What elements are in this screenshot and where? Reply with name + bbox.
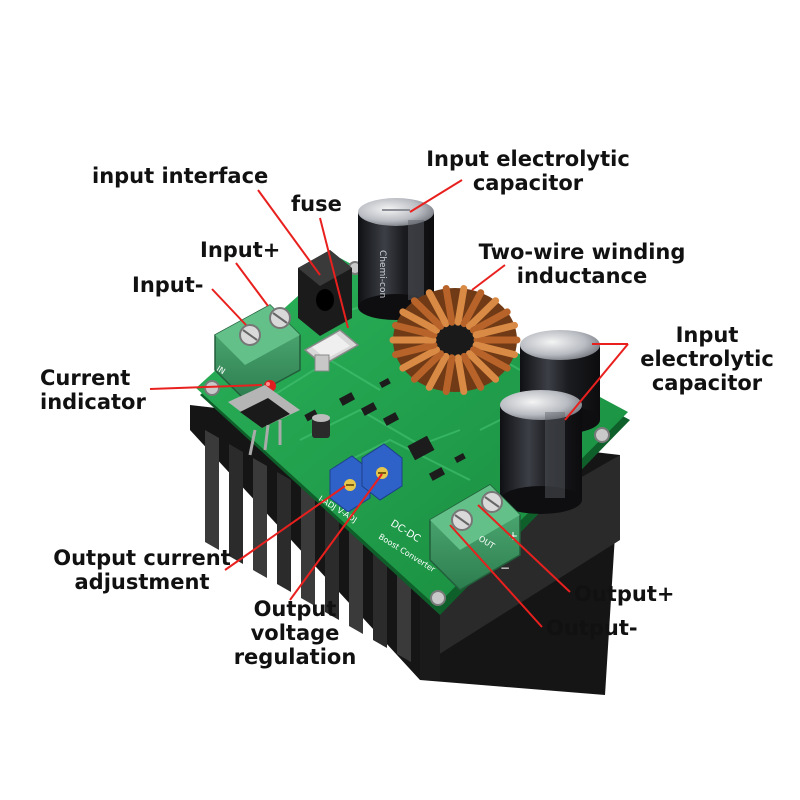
label-output-voltage-line2: voltage [250, 621, 340, 645]
copper-winding-turn [442, 354, 456, 395]
copper-winding-turn [460, 352, 485, 391]
label-inductance-line2: inductance [516, 264, 648, 288]
heatsink-fin [301, 486, 315, 606]
copper-winding [389, 285, 521, 395]
copper-winding-turn [454, 285, 468, 326]
heatsink-fin [205, 430, 219, 550]
copper-winding-turn [425, 289, 450, 328]
leader-inductance [471, 264, 506, 291]
label-output-voltage-line3: regulation [233, 645, 357, 669]
label-input-cap-right-line2: electrolytic [640, 347, 774, 371]
polarity-plus: + [508, 529, 518, 543]
label-input-cap-top-line2: capacitor [472, 171, 584, 195]
mosfet [228, 385, 300, 456]
heatsink-fin [229, 444, 243, 564]
label-output-current-adjustment: Output current adjustment [42, 546, 242, 594]
leader-input-interface [257, 189, 321, 276]
copper-winding-turn [399, 346, 440, 372]
label-input-plus: Input+ [200, 238, 281, 262]
heatsink-fin [325, 500, 339, 620]
copper-winding-turn [470, 346, 511, 372]
copper-winding-turn [454, 354, 468, 395]
copper-winding-turn [472, 321, 518, 339]
output-terminal-block [429, 484, 521, 591]
heatsink-fin [349, 514, 363, 634]
label-output-voltage-line1: Output [253, 597, 337, 621]
leader-output-plus [477, 504, 571, 593]
heatsink-fin [253, 458, 267, 578]
label-inductance-line1: Two-wire winding [478, 240, 686, 264]
label-output-current-line1: Output current [53, 546, 231, 570]
copper-winding-turn [392, 341, 438, 359]
fuse [303, 329, 360, 372]
copper-winding-turn [472, 341, 518, 359]
mount-hole [594, 427, 610, 443]
copper-winding-turn [425, 352, 450, 391]
leader-current-indicator [149, 384, 263, 390]
small-capacitor [312, 414, 330, 438]
leader-lines [149, 179, 629, 628]
label-output-current-line2: adjustment [74, 570, 210, 594]
label-current-indicator-line2: indicator [40, 390, 146, 414]
copper-winding-turn [470, 308, 511, 334]
label-current-indicator: Current indicator [40, 366, 146, 414]
leader-output-minus [449, 524, 543, 628]
label-input-cap-right-line3: capacitor [651, 371, 763, 395]
capacitor-brand-text: Chemi-con [377, 250, 387, 298]
leader-input-cap-right-2 [564, 343, 629, 421]
label-output-voltage-regulation: Output voltage regulation [220, 597, 370, 669]
smd-components [304, 378, 466, 481]
leader-input-cap-top [409, 179, 463, 213]
copper-winding-turn [442, 285, 456, 326]
label-input-interface: input interface [92, 164, 269, 188]
copper-winding-turn [392, 321, 438, 339]
leader-input-plus [235, 262, 269, 307]
in-mark: IN [215, 364, 227, 376]
label-input-minus: Input- [132, 273, 204, 297]
label-input-cap-top-line1: Input electrolytic [426, 147, 630, 171]
output-current-adjustment-trimmer [329, 455, 371, 513]
label-input-cap-right: Input electrolytic capacitor [632, 323, 782, 395]
mount-hole [430, 590, 446, 606]
copper-winding-turn [460, 289, 485, 328]
label-input-cap-top: Input electrolytic capacitor [420, 147, 636, 195]
copper-winding-turn [465, 350, 500, 383]
input-interface-jack [298, 250, 352, 336]
leader-input-minus [211, 288, 247, 326]
input-electrolytic-capacitor-right-2 [500, 390, 582, 514]
leader-fuse [319, 217, 349, 329]
mount-hole [204, 380, 220, 396]
copper-winding-turn [399, 308, 440, 334]
label-fuse: fuse [291, 192, 342, 216]
leader-output-voltage [289, 473, 383, 601]
toroid-inductor [389, 285, 521, 395]
heatsink-fin [277, 472, 291, 592]
polarity-minus: − [500, 561, 510, 575]
copper-winding-turn [465, 297, 500, 330]
input-terminal-block [214, 304, 301, 401]
label-output-plus: Output+ [574, 582, 675, 606]
copper-winding-turn [410, 350, 445, 383]
label-output-minus: Output- [546, 616, 638, 640]
label-input-cap-right-line1: Input [675, 323, 739, 347]
leader-output-current [224, 485, 346, 571]
copper-winding-turn [410, 297, 445, 330]
label-current-indicator-line1: Current [40, 366, 131, 390]
input-electrolytic-capacitor-top: Chemi-con [358, 198, 434, 320]
label-inductance: Two-wire winding inductance [466, 240, 698, 288]
